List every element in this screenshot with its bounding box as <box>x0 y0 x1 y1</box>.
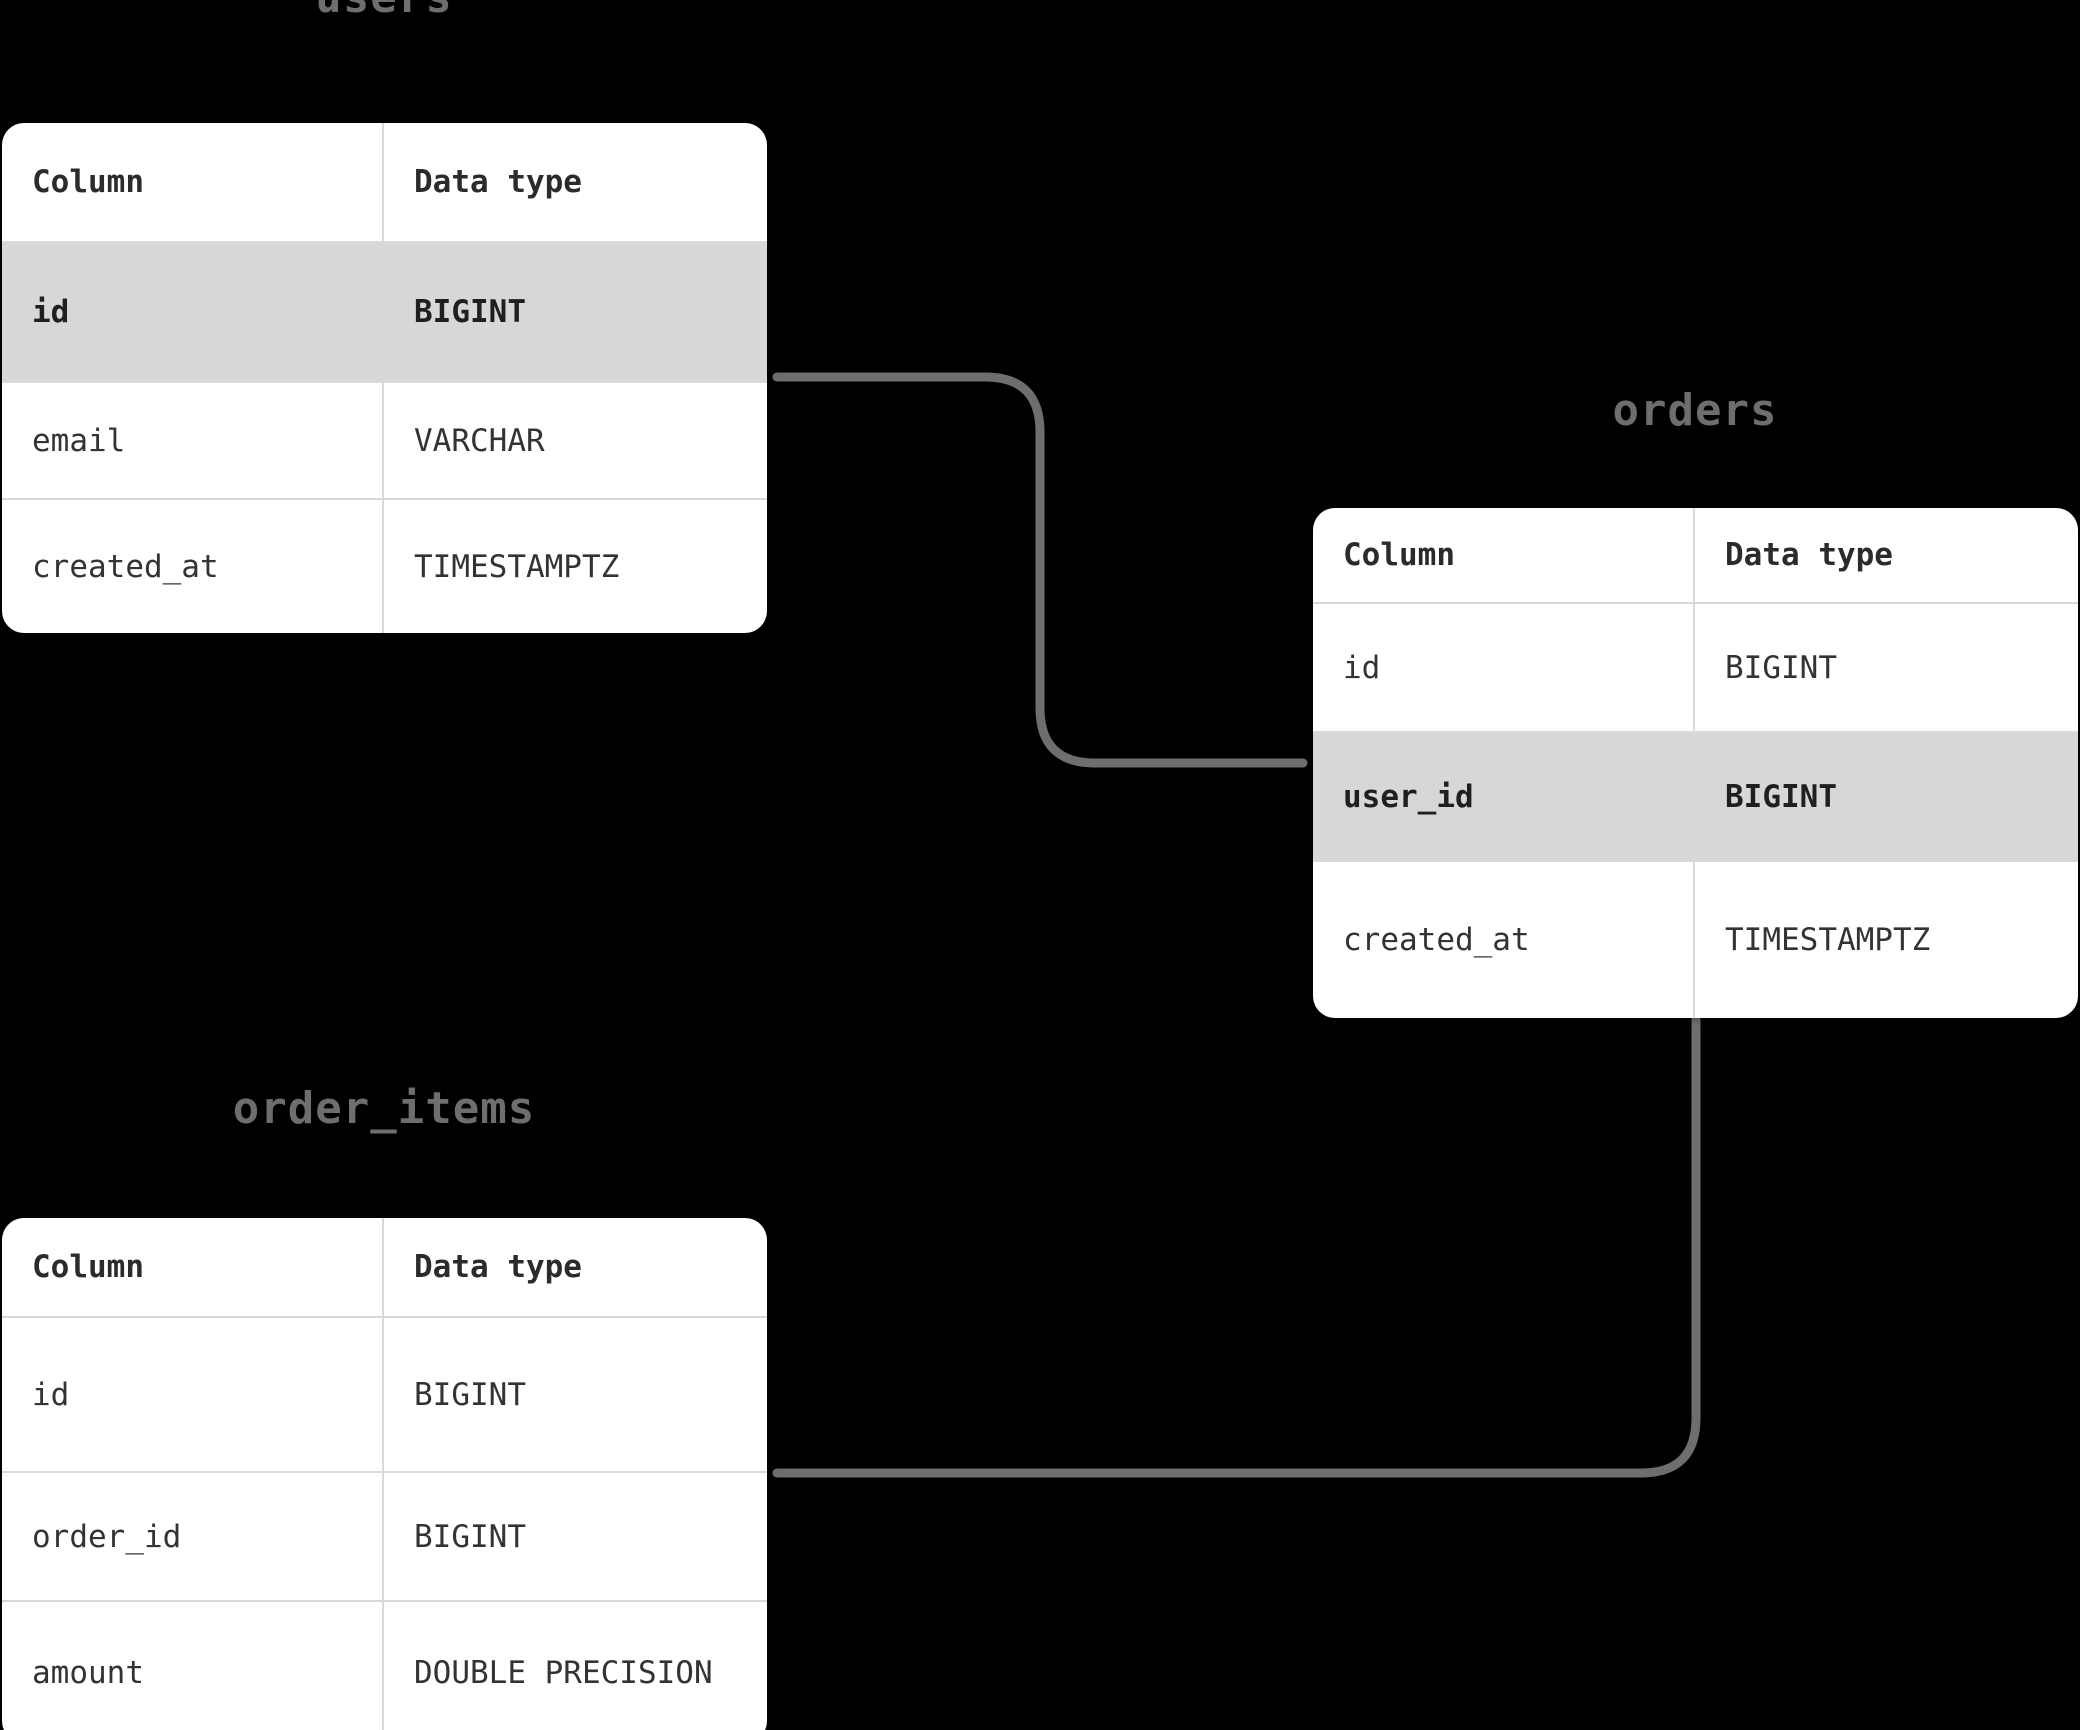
row-data-type: BIGINT <box>1725 649 1837 686</box>
edge-users-orders <box>772 372 1308 768</box>
table-title-users: users <box>315 0 452 23</box>
row-column-name: created_at <box>1313 862 1695 1018</box>
header-data-type: Data type <box>414 164 582 200</box>
table-card-orders[interactable]: Column Data type id BIGINT user_id BIGIN… <box>1313 508 2078 1018</box>
row-data-type: BIGINT <box>414 294 526 330</box>
table-card-users[interactable]: Column Data type id BIGINT email VARCHAR… <box>2 123 767 633</box>
header-data-type: Data type <box>1725 537 1893 573</box>
row-data-type: VARCHAR <box>414 422 545 459</box>
row-column-name: amount <box>2 1602 384 1730</box>
row-column-name: id <box>2 243 384 381</box>
row-data-type: BIGINT <box>414 1518 526 1555</box>
table-row[interactable]: email VARCHAR <box>2 383 767 500</box>
row-data-type: TIMESTAMPTZ <box>1725 922 1931 958</box>
table-row[interactable]: user_id BIGINT <box>1313 733 2078 862</box>
header-column: Column <box>2 1218 384 1316</box>
row-data-type: TIMESTAMPTZ <box>414 548 620 585</box>
table-title-orders: orders <box>1612 385 1778 436</box>
table-row[interactable]: created_at TIMESTAMPTZ <box>1313 862 2078 1018</box>
header-column: Column <box>1313 508 1695 602</box>
row-column-name: id <box>2 1318 384 1471</box>
table-header-row: Column Data type <box>2 123 767 243</box>
row-data-type: DOUBLE PRECISION <box>414 1654 713 1691</box>
row-data-type: BIGINT <box>414 1376 526 1413</box>
table-row[interactable]: id BIGINT <box>2 1318 767 1473</box>
table-row[interactable]: id BIGINT <box>2 243 767 383</box>
row-data-type: BIGINT <box>1725 778 1837 815</box>
table-title-order-items: order_items <box>232 1083 536 1134</box>
table-header-row: Column Data type <box>1313 508 2078 604</box>
header-column: Column <box>2 123 384 241</box>
table-row[interactable]: amount DOUBLE PRECISION <box>2 1602 767 1730</box>
table-row[interactable]: id BIGINT <box>1313 604 2078 733</box>
row-column-name: created_at <box>2 500 384 633</box>
row-column-name: order_id <box>2 1473 384 1600</box>
header-data-type: Data type <box>414 1249 582 1285</box>
table-row[interactable]: order_id BIGINT <box>2 1473 767 1602</box>
row-column-name: email <box>2 383 384 498</box>
table-card-order-items[interactable]: Column Data type id BIGINT order_id BIGI… <box>2 1218 767 1730</box>
row-column-name: id <box>1313 604 1695 731</box>
table-row[interactable]: created_at TIMESTAMPTZ <box>2 500 767 633</box>
edge-orders-order-items <box>772 1015 1701 1478</box>
row-column-name: user_id <box>1313 733 1695 860</box>
table-header-row: Column Data type <box>2 1218 767 1318</box>
